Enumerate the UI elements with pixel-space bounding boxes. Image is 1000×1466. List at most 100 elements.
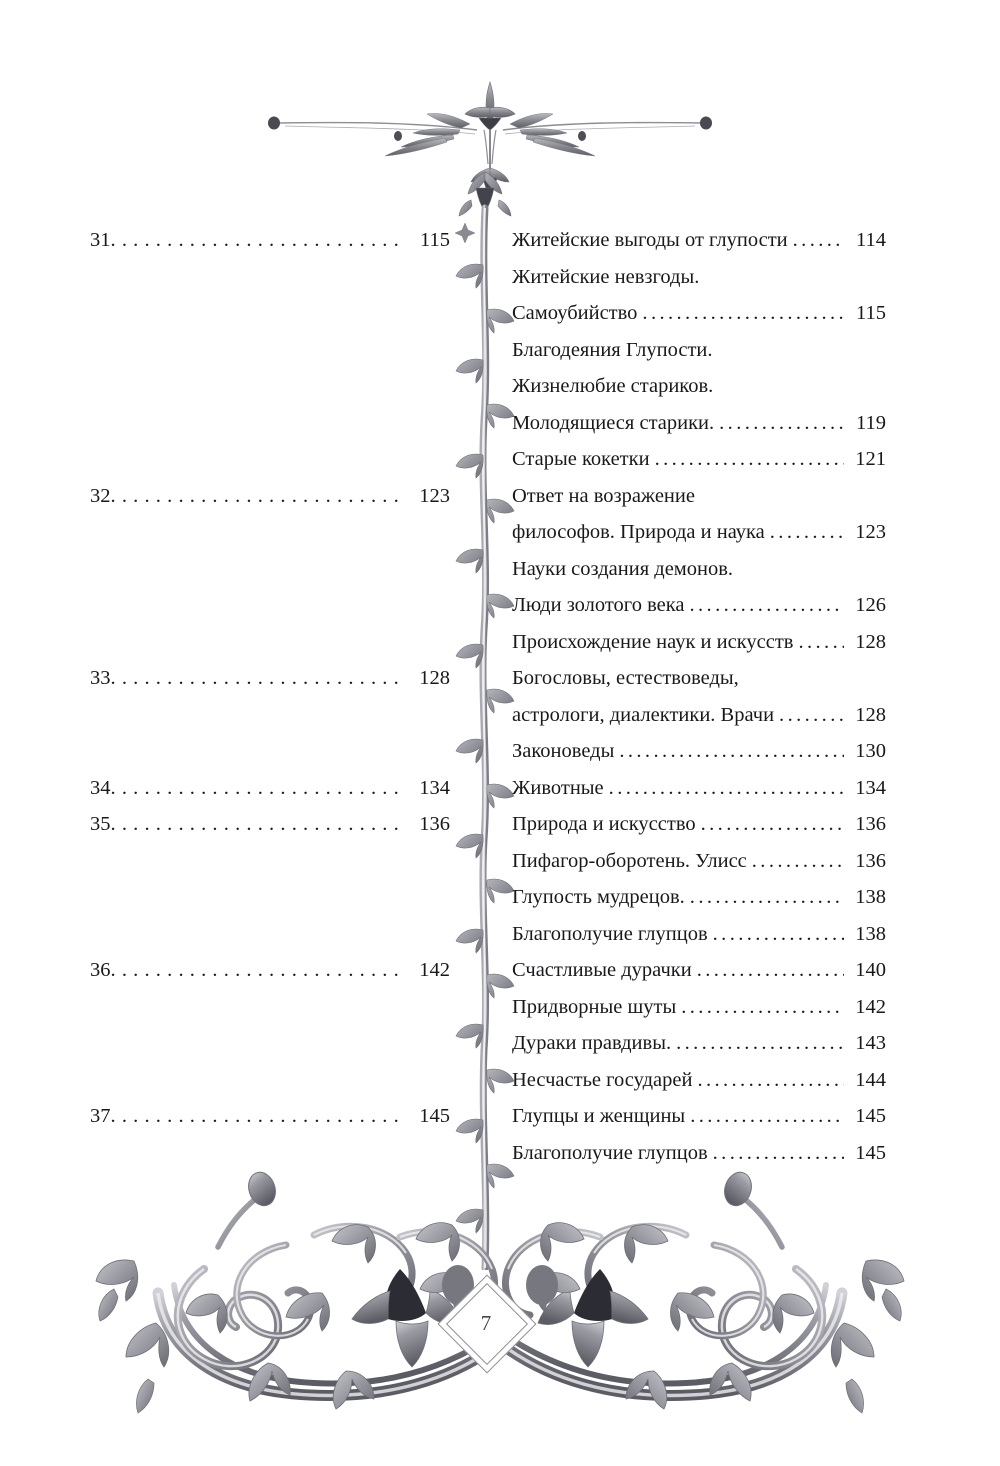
toc-entry[interactable]: 31......................................… <box>90 222 450 259</box>
toc-page-number: 114 <box>856 229 886 251</box>
toc-entry[interactable]: Благополучие глупцов....................… <box>512 1135 886 1172</box>
toc-entry[interactable]: Жизнелюбие стариков. <box>512 368 886 405</box>
toc-dot-leader: ........................................… <box>110 229 405 251</box>
toc-page-number: 142 <box>855 995 886 1018</box>
toc-page-number: 140 <box>855 959 886 981</box>
toc-spacer <box>90 1062 450 1099</box>
toc-spacer <box>90 441 450 478</box>
toc-entry-title: Глупцы и женщины <box>512 1105 686 1127</box>
toc-dot-leader: ........................................… <box>110 813 405 835</box>
toc-dot-leader: ........................................… <box>712 1141 844 1164</box>
toc-entry-title: Дураки правдивы. <box>512 1032 672 1054</box>
toc-page-number: 115 <box>856 302 886 324</box>
toc-spacer <box>90 405 450 442</box>
table-of-contents: 31......................................… <box>90 222 886 1172</box>
toc-entry[interactable]: 33......................................… <box>90 660 450 697</box>
toc-entry-title: Житейские выгоды от глупости <box>512 229 788 251</box>
toc-page-number: 145 <box>419 1105 450 1127</box>
toc-spacer <box>90 1025 450 1062</box>
toc-entry[interactable]: Природа и искусство.....................… <box>512 806 886 843</box>
toc-spacer <box>90 989 450 1026</box>
toc-page-number: 121 <box>855 448 886 470</box>
toc-entry[interactable]: Благодеяния Глупости. <box>512 332 886 369</box>
toc-entry[interactable]: Дураки правдивы.........................… <box>512 1025 886 1062</box>
toc-entry[interactable]: Науки создания демонов. <box>512 551 886 588</box>
toc-dot-leader: ........................................… <box>719 411 844 434</box>
toc-page-number: 145 <box>855 1105 886 1127</box>
toc-entry-title: Благополучие глупцов <box>512 1141 708 1164</box>
toc-entry[interactable]: Законоведы..............................… <box>512 733 886 770</box>
toc-entry[interactable]: астрологи, диалектики. Врачи............… <box>512 697 886 734</box>
toc-dot-leader: ........................................… <box>712 922 844 945</box>
toc-spacer <box>90 624 450 661</box>
toc-entry[interactable]: Молодящиеся старики.....................… <box>512 405 886 442</box>
toc-page-number: 136 <box>855 813 886 835</box>
toc-entry[interactable]: Люди золотого века......................… <box>512 587 886 624</box>
toc-dot-leader: ........................................… <box>642 302 844 324</box>
toc-chapter-number: 36 <box>90 959 111 981</box>
toc-spacer <box>90 843 450 880</box>
toc-chapter-number: 35 <box>90 813 111 835</box>
toc-dot-leader: ........................................… <box>690 1105 844 1127</box>
toc-page-number: 128 <box>855 703 886 726</box>
toc-entry[interactable]: Глупцы и женщины........................… <box>512 1098 886 1135</box>
toc-page-number: 145 <box>855 1141 886 1164</box>
toc-dot-leader: ........................................… <box>792 229 844 251</box>
toc-entry[interactable]: 32......................................… <box>90 478 450 515</box>
toc-entry[interactable]: Богословы, естествоведы, <box>512 660 886 697</box>
toc-entry[interactable]: Старые кокетки..........................… <box>512 441 886 478</box>
toc-entry[interactable]: Происхождение наук и искусств...........… <box>512 624 886 661</box>
toc-entry-title: Науки создания демонов. <box>512 557 734 580</box>
toc-entry-title: Благодеяния Глупости. <box>512 338 713 361</box>
toc-entry[interactable]: 34......................................… <box>90 770 450 807</box>
toc-page-number: 119 <box>856 411 886 434</box>
toc-entry[interactable]: Животные................................… <box>512 770 886 807</box>
toc-entry[interactable]: Житейские выгоды от глупости............… <box>512 222 886 259</box>
top-flourish-ornament <box>255 78 725 198</box>
toc-entry[interactable]: 35......................................… <box>90 806 450 843</box>
toc-entry-title: Люди золотого века <box>512 594 685 616</box>
toc-entry[interactable]: Благополучие глупцов....................… <box>512 916 886 953</box>
page-number-badge: 7 <box>437 1274 537 1374</box>
toc-spacer <box>90 259 450 296</box>
ornament-ball-right <box>526 1265 558 1305</box>
toc-spacer <box>90 916 450 953</box>
toc-page-number: 144 <box>855 1068 886 1091</box>
toc-spacer <box>90 733 450 770</box>
toc-dot-leader: ........................................… <box>110 1105 405 1127</box>
toc-spacer <box>90 514 450 551</box>
toc-page-number: 138 <box>855 922 886 945</box>
toc-page-number: 134 <box>419 776 450 799</box>
toc-entry[interactable]: Пифагор-оборотень. Улисс................… <box>512 843 886 880</box>
toc-entry[interactable]: философов. Природа и наука..............… <box>512 514 886 551</box>
page-number-text: 7 <box>480 1310 492 1335</box>
toc-entry-title: Житейские невзгоды. <box>512 265 700 288</box>
toc-spacer <box>90 551 450 588</box>
toc-entry[interactable]: Несчастье государей.....................… <box>512 1062 886 1099</box>
toc-dot-leader: ........................................… <box>676 1032 844 1054</box>
ornament-right-half <box>505 1169 904 1413</box>
toc-entry[interactable]: Житейские невзгоды. <box>512 259 886 296</box>
toc-entry[interactable]: 36......................................… <box>90 952 450 989</box>
toc-dot-leader: ........................................… <box>689 594 845 616</box>
toc-chapter-number: 37 <box>90 1105 111 1127</box>
toc-dot-leader: ........................................… <box>697 1068 844 1091</box>
toc-left-column: 31......................................… <box>90 222 450 1135</box>
toc-chapter-number: 31 <box>90 229 111 251</box>
toc-dot-leader: ........................................… <box>619 740 844 762</box>
toc-entry[interactable]: Ответ на возражение <box>512 478 886 515</box>
toc-entry[interactable]: 37......................................… <box>90 1098 450 1135</box>
toc-spacer <box>90 697 450 734</box>
toc-page-number: 126 <box>855 594 886 616</box>
toc-dot-leader: ........................................… <box>696 959 844 981</box>
toc-entry[interactable]: Самоубийство............................… <box>512 295 886 332</box>
toc-entry[interactable]: Придворные шуты.........................… <box>512 989 886 1026</box>
toc-dot-leader: ........................................… <box>654 448 844 470</box>
toc-entry-title: Самоубийство <box>512 302 638 324</box>
toc-entry-title: Пифагор-оборотень. Улисс <box>512 849 747 872</box>
toc-entry[interactable]: Глупость мудрецов.......................… <box>512 879 886 916</box>
toc-entry-title: Старые кокетки <box>512 448 650 470</box>
toc-entry[interactable]: Счастливые дурачки......................… <box>512 952 886 989</box>
toc-dot-leader: ........................................… <box>689 886 844 908</box>
toc-page-number: 123 <box>419 484 450 507</box>
